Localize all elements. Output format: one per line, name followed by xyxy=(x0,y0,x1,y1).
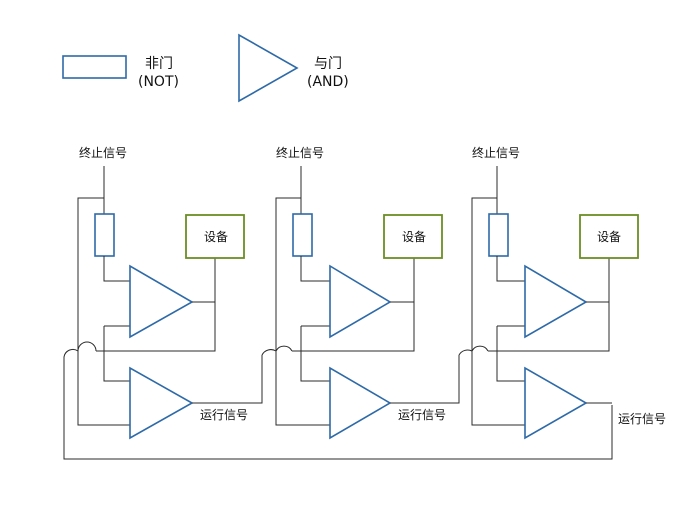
device-box-1 xyxy=(185,214,245,259)
and-gate-1b xyxy=(129,366,194,440)
and-gate-1a xyxy=(129,264,194,339)
legend-not-english: (NOT) xyxy=(138,74,179,90)
device-label-2: 设备 xyxy=(402,230,426,244)
not-gate-2 xyxy=(292,213,313,257)
legend-and-gate-symbol xyxy=(238,33,299,103)
stop-signal-label-3: 终止信号 xyxy=(472,145,520,160)
stage-1: 终止信号 设备 运行信号 xyxy=(63,145,613,460)
and-gate-2a xyxy=(329,264,392,339)
legend: 非门 (NOT) 与门 (AND) xyxy=(62,33,349,103)
run-signal-label-3: 运行信号 xyxy=(618,412,666,426)
stop-signal-label-2: 终止信号 xyxy=(276,145,324,160)
legend-not-label: 非门 xyxy=(145,56,173,72)
run-signal-label-1: 运行信号 xyxy=(200,408,248,422)
stage-3: 终止信号 设备 运行信号 xyxy=(458,145,666,440)
device-label-3: 设备 xyxy=(597,230,621,244)
and-gate-3a xyxy=(524,264,588,339)
not-gate-3 xyxy=(488,213,509,257)
and-gate-2b xyxy=(329,366,392,440)
legend-not-gate-symbol xyxy=(62,55,127,79)
stop-signal-label-1: 终止信号 xyxy=(79,145,127,160)
device-box-2 xyxy=(383,214,443,259)
legend-and-english: (AND) xyxy=(307,74,349,90)
device-box-3 xyxy=(579,214,639,259)
legend-and-label: 与门 xyxy=(314,56,342,72)
device-label-1: 设备 xyxy=(204,230,228,244)
not-gate-1 xyxy=(94,213,115,257)
and-gate-3b xyxy=(524,366,588,440)
run-signal-label-2: 运行信号 xyxy=(398,408,446,422)
stage-2: 终止信号 设备 运行信号 xyxy=(261,145,460,440)
